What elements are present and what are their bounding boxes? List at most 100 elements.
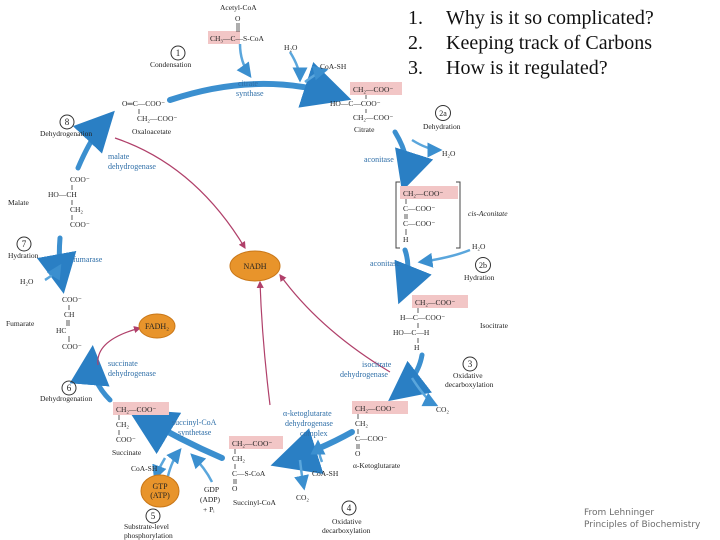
enzyme-malate-dh-1: malate <box>108 152 130 161</box>
cis-aconitate-line-2: C—COO⁻ <box>403 219 435 228</box>
gtp-label-0: GTP <box>152 482 168 491</box>
side-arrow-coa-sh-4 <box>310 439 326 463</box>
question-item: 3.How is it regulated? <box>408 56 654 81</box>
gdp-line-2: + Pᵢ <box>203 505 215 514</box>
highlight-acetyl-coa <box>208 31 240 44</box>
step-num-8: 8 <box>65 117 70 127</box>
highlight-isocitrate <box>412 295 468 308</box>
cofactor-lines <box>97 137 391 406</box>
gtp-ellipse <box>140 474 180 508</box>
succinyl-coa-line-2: C—S-CoA <box>232 469 266 478</box>
highlights <box>113 31 468 449</box>
step-num-2a: 2a <box>439 109 447 118</box>
cis-aconitate-bracket <box>395 181 461 249</box>
citrate-line-1: HO—C—COO⁻ <box>330 99 381 108</box>
acetyl-coa-line-0: O <box>235 14 241 23</box>
step-name-4-line1: Oxidative <box>332 517 362 526</box>
isocitrate-line-0: CH₂—COO⁻ <box>415 298 455 307</box>
h2o-step-2b: H₂O <box>472 242 486 251</box>
fumarate-line-2: HC <box>56 326 66 335</box>
malate-line-2: CH₂ <box>70 205 83 214</box>
fumarate-line-0: COO⁻ <box>62 295 82 304</box>
step-circle-4 <box>341 500 357 516</box>
cis-aconitate-line-0: CH₂—COO⁻ <box>403 189 443 198</box>
step-name-5-line2: phosphorylation <box>124 531 173 540</box>
enzyme-citrate-synthase-2: synthase <box>236 89 264 98</box>
succinate-name: Succinate <box>112 448 142 457</box>
arrow-step-8 <box>72 110 115 171</box>
arrow-step-3 <box>388 352 432 402</box>
credit-line-1: From Lehninger <box>584 508 655 518</box>
arrow-step-1 <box>167 62 352 108</box>
fadh2-label: FADH₂ <box>145 322 169 331</box>
enzyme-citrate-synthase-1: citrate <box>238 79 258 88</box>
step-name-3-line2: decarboxylation <box>445 380 494 389</box>
alpha-kg-name: α-Ketoglutarate <box>353 461 401 470</box>
question-text: Why is it so complicated? <box>446 7 654 29</box>
step-num-5: 5 <box>151 511 156 521</box>
question-item: 1.Why is it so complicated? <box>408 6 654 31</box>
isocitrate-name: Isocitrate <box>480 321 509 330</box>
credit-line-2: Principles of Biochemistry <box>584 520 701 530</box>
question-number: 3. <box>408 57 423 79</box>
step-name-6: Dehydrogenation <box>40 394 92 403</box>
side-arrow-coa-sh-5 <box>166 448 182 477</box>
succinyl-coa-line-1: CH₂ <box>232 454 245 463</box>
alpha-kg-line-2: C—COO⁻ <box>355 434 387 443</box>
citrate-line-0: CH₂—COO⁻ <box>353 85 393 94</box>
step-circle-6 <box>61 380 77 396</box>
h2o-step-7: H₂O <box>20 277 34 286</box>
step-num-3: 3 <box>468 359 473 369</box>
gtp-label-1: (ATP) <box>150 491 170 500</box>
fumarate-name: Fumarate <box>6 319 35 328</box>
h2o-step-2a: H₂O <box>442 149 456 158</box>
step-circle-7 <box>16 236 32 252</box>
oxaloacetate-name: Oxaloacetate <box>132 127 172 136</box>
enzyme-succinyl-coa-synthetase-2: synthetase <box>178 428 212 437</box>
side-arrow-coa-sh-1 <box>304 65 329 83</box>
cis-aconitate-line-3: H <box>403 235 409 244</box>
enzyme-akg-dh-2: dehydrogenase <box>285 419 333 428</box>
arrow-step-5 <box>127 408 225 461</box>
co2-step-3: CO₂ <box>436 405 449 414</box>
malate-line-1: HO—CH <box>48 190 77 199</box>
step-name-2b: Hydration <box>464 273 495 282</box>
arrow-step-6 <box>69 345 113 403</box>
step-name-1: Condensation <box>150 60 191 69</box>
step-circle-1 <box>170 45 186 61</box>
side-arrow-co2-3 <box>410 377 439 407</box>
question-item: 2.Keeping track of Carbons <box>408 31 654 56</box>
acetyl-coa-name: Acetyl-CoA <box>220 3 257 12</box>
step-num-7: 7 <box>22 239 27 249</box>
line-akg-nadh <box>256 280 271 406</box>
fumarate-line-1: CH <box>64 310 75 319</box>
step-num-4: 4 <box>347 503 352 513</box>
step-num-2b: 2b <box>479 261 487 270</box>
source-credit: From Lehninger Principles of Biochemistr… <box>584 507 700 531</box>
enzyme-akg-dh-3: complex <box>300 429 328 438</box>
side-arrow-h2o-7 <box>44 263 62 282</box>
highlight-succinyl-coa <box>229 436 283 449</box>
step-name-8: Dehydrogenation <box>40 129 92 138</box>
step-circle-8 <box>59 114 75 130</box>
enzyme-succinyl-coa-synthetase-1: succinyl-CoA <box>172 418 217 427</box>
line-isocitrate-nadh <box>279 274 391 373</box>
oxaloacetate-line-1: CH₂—COO⁻ <box>137 114 177 123</box>
malate-name: Malate <box>8 198 29 207</box>
side-arrow-h2o-1 <box>288 51 308 83</box>
succinyl-coa-name: Succinyl-CoA <box>233 498 276 507</box>
side-arrow-h2o-2b <box>417 248 471 268</box>
enzyme-succinate-dh-2: dehydrogenase <box>108 369 156 378</box>
alpha-kg-line-0: CH₂—COO⁻ <box>355 404 395 413</box>
step-name-5-line1: Substrate-level <box>124 522 169 531</box>
enzyme-aconitase-1: aconitase <box>364 155 394 164</box>
citrate-name: Citrate <box>354 125 375 134</box>
alpha-kg-line-1: CH₂ <box>355 419 368 428</box>
step-name-3-line1: Oxidative <box>453 371 483 380</box>
coa-sh-step-4: CoA-SH <box>312 469 339 478</box>
line-succinate-fadh2 <box>97 326 142 366</box>
cis-aconitate-line-1: C—COO⁻ <box>403 204 435 213</box>
succinate-line-0: CH₂—COO⁻ <box>116 405 156 414</box>
